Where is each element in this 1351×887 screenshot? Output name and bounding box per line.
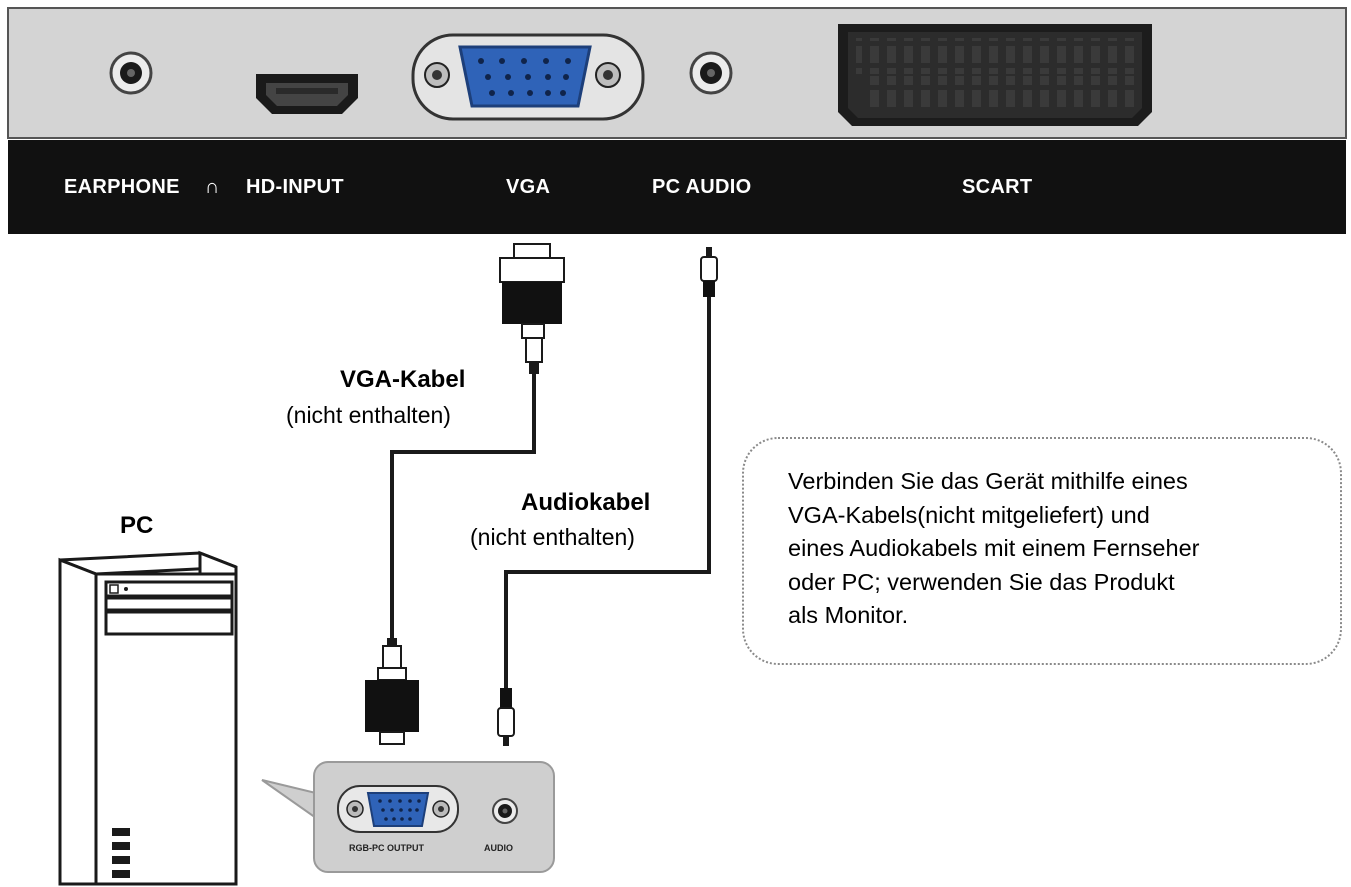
pc-title: PC	[120, 512, 154, 539]
instruction-line: Verbinden Sie das Gerät mithilfe eines	[788, 468, 1188, 494]
rgb-pc-output-label: RGB-PC OUTPUT	[349, 843, 424, 853]
vga-cable	[390, 372, 536, 640]
instruction-line: eines Audiokabels mit einem Fernseher	[788, 535, 1200, 561]
instruction-text: Verbinden Sie das Gerät mithilfe eines V…	[788, 465, 1199, 633]
port-label-vga: VGA	[506, 176, 551, 198]
scart-port	[838, 24, 1152, 126]
pc-rear-panel	[313, 761, 555, 873]
audio-cable-note: (nicht enthalten)	[470, 524, 635, 550]
tv-vga-port	[411, 33, 645, 121]
vga-cable-title: VGA-Kabel	[340, 366, 466, 393]
port-label-scart: SCART	[962, 176, 1033, 198]
port-label-earphone: EARPHONE	[64, 176, 180, 198]
audio-cable	[504, 297, 711, 690]
pc-tower	[58, 550, 238, 886]
port-label-pc-audio: PC AUDIO	[652, 176, 752, 198]
pc-audio-jack	[689, 51, 733, 95]
vga-cable-note: (nicht enthalten)	[286, 402, 451, 428]
callout-pointer	[261, 779, 317, 820]
vga-plug-top	[499, 243, 565, 374]
instruction-note: Verbinden Sie das Gerät mithilfe eines V…	[742, 437, 1342, 665]
headphone-icon: ∩	[205, 176, 220, 198]
audio-cable-title: Audiokabel	[521, 489, 651, 516]
audio-plug-top	[700, 247, 718, 297]
audio-plug-bottom	[497, 688, 515, 746]
instruction-line: VGA-Kabels(nicht mitgeliefert) und	[788, 501, 1150, 528]
port-label-hd-input: HD-INPUT	[246, 176, 344, 198]
pc-audio-port-label: AUDIO	[484, 843, 513, 853]
instruction-line: oder PC; verwenden Sie das Produkt	[788, 568, 1175, 595]
instruction-line: als Monitor.	[788, 602, 909, 628]
vga-plug-bottom	[365, 638, 419, 745]
earphone-jack	[109, 51, 153, 95]
hdmi-port	[256, 74, 358, 114]
